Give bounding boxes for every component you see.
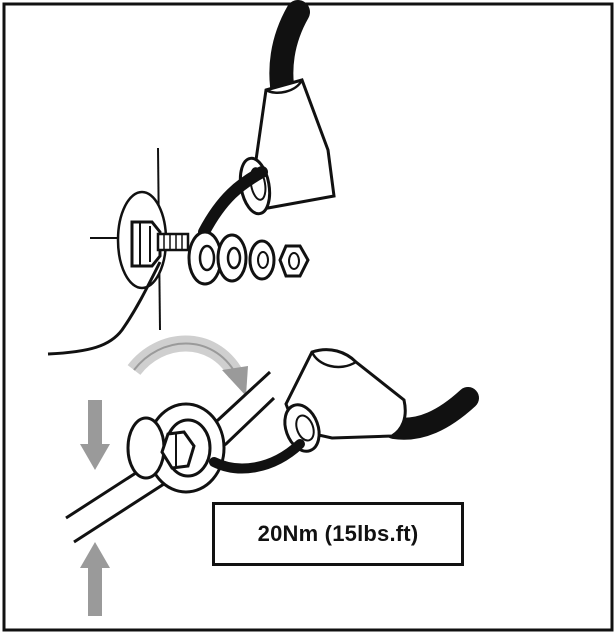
lug-wire-bottom bbox=[214, 444, 300, 468]
vertical-motion-arrow-down bbox=[80, 400, 110, 470]
hex-nut-top bbox=[280, 246, 308, 276]
washer-2 bbox=[218, 235, 246, 281]
washer-bottom bbox=[128, 418, 164, 478]
torque-spec-label: 20Nm (15lbs.ft) bbox=[212, 502, 464, 566]
rotation-arrow bbox=[134, 344, 248, 397]
stud bbox=[158, 234, 188, 250]
spring-washer bbox=[250, 241, 274, 279]
vertical-motion-arrow-up bbox=[80, 542, 110, 616]
top-exploded-assembly bbox=[48, 12, 334, 354]
washer-1 bbox=[189, 232, 221, 284]
lug-boot-top bbox=[236, 80, 334, 216]
bolt-head bbox=[132, 222, 160, 266]
bottom-tightening-assembly bbox=[66, 350, 468, 616]
